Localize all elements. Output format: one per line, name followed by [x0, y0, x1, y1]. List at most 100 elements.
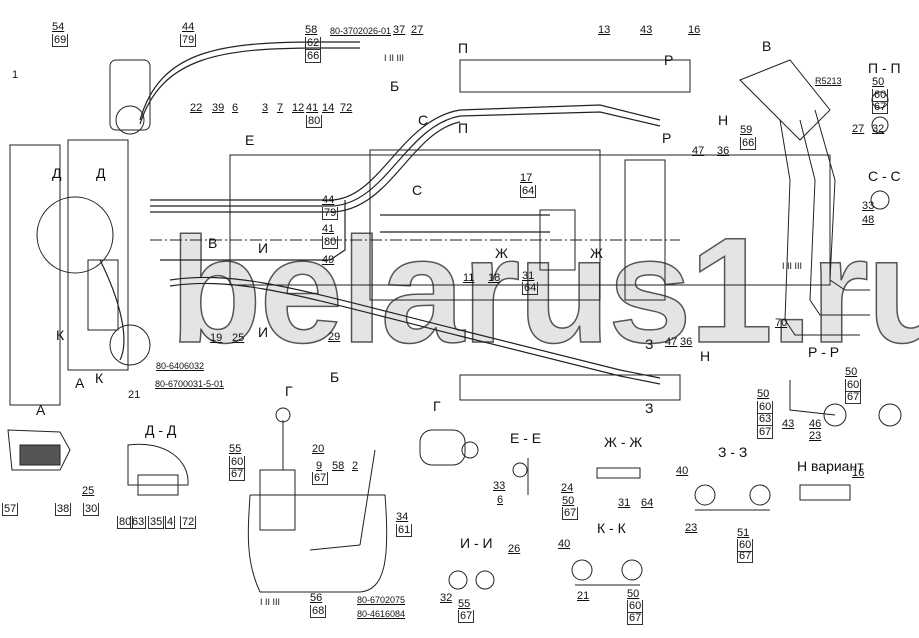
callout-label: 36 [717, 145, 730, 157]
callout-label: 59 [740, 124, 753, 136]
callout-label: 30 [83, 503, 100, 516]
callout-label: 48 [862, 214, 875, 226]
callout-label: 50 [562, 495, 575, 507]
callout-label: 11 [463, 272, 475, 284]
callout-label: П - П [868, 60, 901, 76]
callout-label: 6 [497, 494, 504, 506]
callout-label: 21 [128, 389, 141, 401]
callout-label: 40 [676, 465, 689, 477]
callout-label: 20 [312, 443, 325, 455]
callout-label: 50 [757, 388, 770, 400]
callout-label: 63 [130, 516, 147, 529]
callout-label: 54 [52, 21, 65, 33]
callout-label: Н [700, 348, 711, 364]
callout-label: Д [52, 165, 62, 181]
callout-label: Ж [590, 245, 603, 261]
callout-label: 33 [493, 480, 506, 492]
callout-label: 22 [190, 102, 203, 114]
callout-label: 63 [757, 413, 774, 426]
callout-label: 41 [322, 223, 335, 235]
callout-label: Н [718, 112, 729, 128]
callout-label: И [258, 324, 269, 340]
callout-label: 26 [508, 543, 521, 555]
callout-label: 1 [12, 69, 19, 81]
callout-label: С [412, 182, 423, 198]
callout-label: П [458, 40, 469, 56]
callout-label: 67 [845, 391, 862, 404]
callout-label: 37 [393, 24, 406, 36]
callout-label: З [645, 400, 654, 416]
callout-label: Р [662, 130, 672, 146]
callout-label: К - К [597, 520, 626, 536]
callout-label: 67 [229, 468, 246, 481]
callout-label: 16 [852, 467, 865, 479]
callout-label: 60 [229, 456, 246, 469]
callout-label: 16 [688, 24, 701, 36]
callout-label: 58 [332, 460, 345, 472]
callout-label: Г [285, 383, 293, 399]
callout-label: Б [330, 369, 340, 385]
callout-label: 38 [55, 503, 72, 516]
callout-label: 64 [522, 282, 539, 295]
callout-label: 56 [310, 592, 323, 604]
callout-label: 60 [757, 401, 774, 414]
callout-label: 24 [561, 482, 574, 494]
callout-label: 44 [182, 21, 195, 33]
callout-label: 55 [229, 443, 242, 455]
callout-label: 68 [310, 605, 327, 618]
callout-label: 6 [232, 102, 239, 114]
section-views [7, 91, 902, 593]
callout-label: 39 [212, 102, 225, 114]
callout-label: А [75, 375, 85, 391]
callout-label: 80-4616084 [357, 609, 406, 619]
callout-label: 50 [627, 588, 640, 600]
callout-label: 62 [305, 37, 322, 50]
callout-label: 25 [82, 485, 95, 497]
callout-label: 60 [737, 539, 754, 552]
callout-label: 49 [322, 254, 335, 266]
callout-label: 80-6406032 [156, 361, 205, 371]
callout-label: 4 [165, 516, 176, 529]
callout-label: 23 [809, 430, 822, 442]
callout-label: 50 [872, 76, 885, 88]
callout-label: 47 [665, 336, 678, 348]
callout-label: 67 [757, 426, 774, 439]
callout-label: А [36, 402, 46, 418]
callout-label: 79 [180, 34, 197, 47]
callout-label: Д [96, 165, 106, 181]
callout-label: 9 [316, 460, 323, 472]
callout-label: 35 [148, 516, 165, 529]
callout-label: 19 [210, 332, 223, 344]
callout-label: 67 [458, 610, 475, 623]
callout-label: 67 [737, 550, 754, 563]
callout-label: Р - Р [808, 344, 840, 360]
callout-label: К [56, 327, 65, 343]
callout-label: 23 [685, 522, 698, 534]
view-v-hoses [739, 59, 870, 336]
callout-label: 60 [872, 89, 889, 102]
callout-label: 72 [340, 102, 353, 114]
callout-label: Б [390, 78, 400, 94]
callout-label: 80 [306, 115, 323, 128]
callout-label: С - С [868, 168, 901, 184]
callout-label: К [95, 370, 104, 386]
callout-label: С [418, 112, 429, 128]
callout-label: З - З [718, 444, 748, 460]
callout-label: Ж [495, 245, 508, 261]
callout-label: 67 [627, 612, 644, 625]
callout-label: 80-6702075 [357, 595, 406, 605]
callout-label: 29 [328, 331, 341, 343]
callout-label: Г [433, 398, 441, 414]
callout-label: 67 [872, 101, 889, 114]
callout-label: 60 [627, 600, 644, 613]
callout-label: 32 [872, 123, 885, 135]
callout-label: 66 [740, 137, 757, 150]
callout-label: 51 [737, 527, 750, 539]
callout-label: 2 [352, 460, 359, 472]
callout-label: 61 [396, 524, 413, 537]
callout-label: 64 [520, 185, 537, 198]
hydraulic-hoses [99, 41, 661, 385]
callout-label: 64 [641, 497, 654, 509]
